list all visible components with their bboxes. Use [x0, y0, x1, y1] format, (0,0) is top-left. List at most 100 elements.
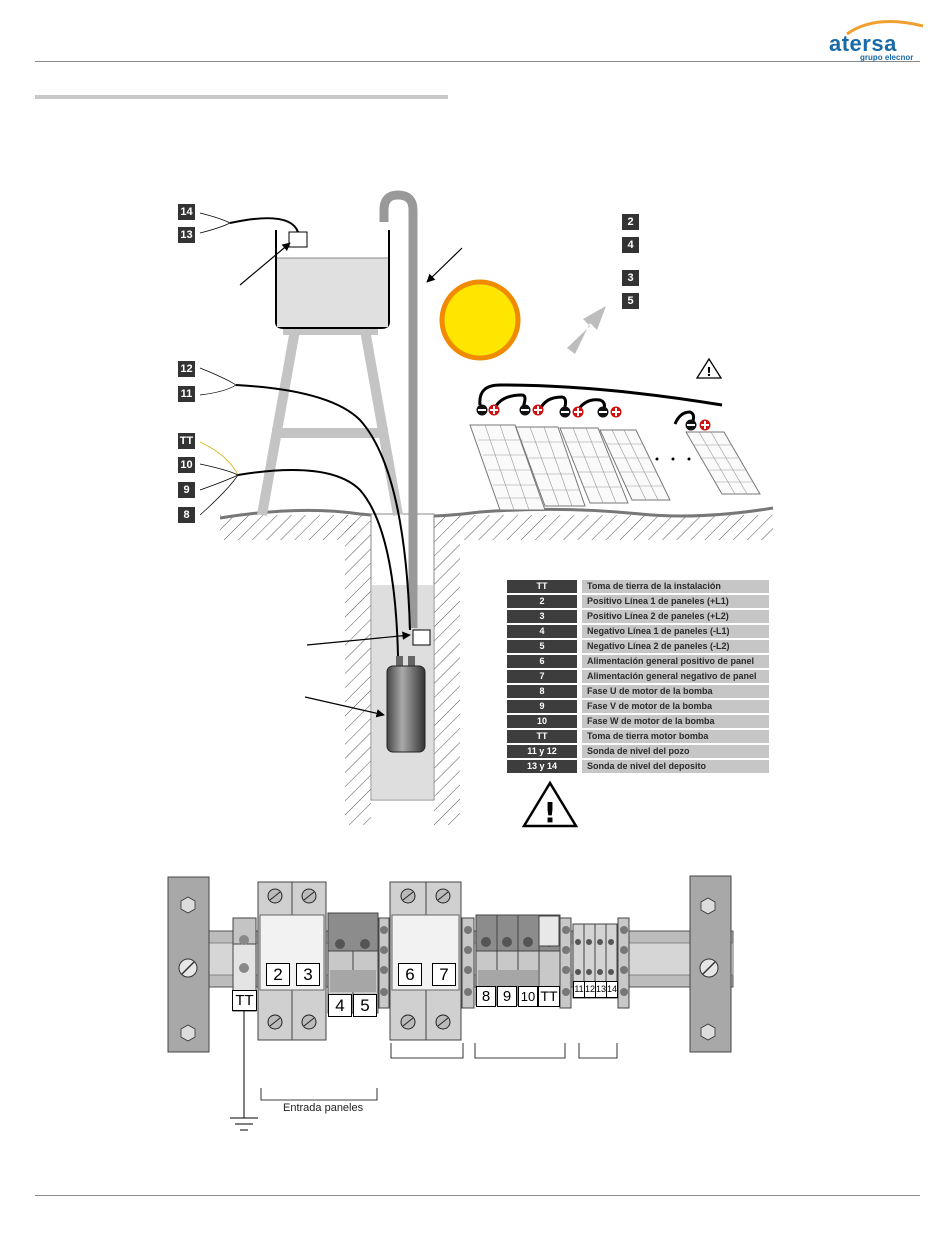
- terminal-label-tt-left: TT: [232, 990, 257, 1011]
- group-brackets: [260, 1043, 618, 1101]
- legend-row: TT Toma de tierra de la instalación: [507, 580, 769, 593]
- cable-fan-lines: [199, 212, 239, 516]
- terminal-label-5: 5: [353, 994, 377, 1017]
- discharge-pipe: [379, 190, 418, 628]
- terminal-label-2: 2: [266, 963, 290, 986]
- cables: [229, 217, 411, 657]
- svg-text:!: !: [544, 796, 557, 829]
- legend-description: Toma de tierra motor bomba: [582, 730, 769, 743]
- terminal-separator-a: [378, 917, 390, 1009]
- sun-icon: [439, 279, 521, 361]
- tag-tt: TT: [178, 433, 195, 449]
- tag-8: 8: [178, 507, 195, 523]
- legend-description: Positivo Línea 2 de paneles (+L2): [582, 610, 769, 623]
- legend-row: 2 Positivo Línea 1 de paneles (+L1): [507, 595, 769, 608]
- footer-rule: [35, 1195, 920, 1196]
- tag-4: 4: [622, 237, 639, 253]
- tag-10: 10: [178, 457, 195, 473]
- legend-row: 8 Fase U de motor de la bomba: [507, 685, 769, 698]
- pointer-arrows: [239, 242, 463, 718]
- legend-description: Fase W de motor de la bomba: [582, 715, 769, 728]
- legend-row: 3 Positivo Línea 2 de paneles (+L2): [507, 610, 769, 623]
- legend-description: Negativo Línea 2 de paneles (-L2): [582, 640, 769, 653]
- submersible-pump: [386, 656, 426, 753]
- logo-swoosh-icon: [846, 20, 924, 36]
- legend-key: 13 y 14: [507, 760, 577, 773]
- tag-3: 3: [622, 270, 639, 286]
- legend-description: Sonda de nivel del pozo: [582, 745, 769, 758]
- tag-9: 9: [178, 482, 195, 498]
- svg-text:!: !: [706, 365, 711, 379]
- legend-row: 7 Alimentación general negativo de panel: [507, 670, 769, 683]
- terminal-separator-d: [617, 917, 630, 1009]
- legend-row: 4 Negativo Línea 1 de paneles (-L1): [507, 625, 769, 638]
- rail-mount-brackets: [167, 875, 732, 1053]
- legend-key: 9: [507, 700, 577, 713]
- terminal-separator-c: [559, 917, 572, 1009]
- terminal-label-8: 8: [476, 986, 496, 1007]
- legend-key: 3: [507, 610, 577, 623]
- well-level-sensor: [412, 629, 431, 646]
- legend-key: 8: [507, 685, 577, 698]
- panel-wiring: [478, 383, 723, 425]
- legend-key: 5: [507, 640, 577, 653]
- terminal-label-14: 14: [606, 981, 618, 998]
- warning-icon-small: !: [695, 357, 723, 379]
- legend-key: 11 y 12: [507, 745, 577, 758]
- legend-row: 13 y 14 Sonda de nivel del deposito: [507, 760, 769, 773]
- panel-input-caption: Entrada paneles: [283, 1102, 364, 1114]
- breaker-2-3: [257, 881, 327, 1041]
- legend-key: 7: [507, 670, 577, 683]
- legend-description: Fase V de motor de la bomba: [582, 700, 769, 713]
- terminal-label-4: 4: [328, 994, 352, 1017]
- terminal-separator-b: [461, 917, 475, 1009]
- water-tank: [275, 230, 390, 329]
- legend-key: TT: [507, 730, 577, 743]
- legend-row: TT Toma de tierra motor bomba: [507, 730, 769, 743]
- terminal-tt-left: [230, 917, 258, 1131]
- legend-key: 4: [507, 625, 577, 638]
- terminal-label-10: 10: [518, 986, 538, 1007]
- ground-hatch: [219, 506, 774, 825]
- warning-icon-large: !: [521, 780, 579, 829]
- terminal-label-3: 3: [296, 963, 320, 986]
- legend-row: 10 Fase W de motor de la bomba: [507, 715, 769, 728]
- tank-level-sensor: [288, 231, 308, 248]
- logo-wordmark: atersa: [829, 31, 897, 56]
- legend-description: Positivo Línea 1 de paneles (+L1): [582, 595, 769, 608]
- solar-panel-grid: [478, 424, 753, 511]
- terminal-label-7: 7: [432, 963, 456, 986]
- terminal-label-tt-right: TT: [538, 986, 560, 1007]
- tag-11: 11: [178, 386, 195, 402]
- legend-key: TT: [507, 580, 577, 593]
- up-arrow-icon: [567, 306, 606, 354]
- terminal-label-6: 6: [398, 963, 422, 986]
- panel-terminals: [476, 404, 711, 431]
- breaker-6-7: [389, 881, 462, 1041]
- tag-5: 5: [622, 293, 639, 309]
- tag-13: 13: [178, 227, 195, 243]
- section-rule: [35, 95, 448, 99]
- legend-description: Alimentación general positivo de panel: [582, 655, 769, 668]
- legend-key: 10: [507, 715, 577, 728]
- solar-panels: [469, 424, 761, 511]
- legend-row: 6 Alimentación general positivo de panel: [507, 655, 769, 668]
- panel-dots: [655, 457, 691, 461]
- tag-2: 2: [622, 214, 639, 230]
- tower-stand: [257, 325, 403, 516]
- legend-row: 5 Negativo Línea 2 de paneles (-L2): [507, 640, 769, 653]
- legend-row: 11 y 12 Sonda de nivel del pozo: [507, 745, 769, 758]
- tag-14: 14: [178, 204, 195, 220]
- legend-description: Alimentación general negativo de panel: [582, 670, 769, 683]
- legend-description: Sonda de nivel del deposito: [582, 760, 769, 773]
- legend-description: Toma de tierra de la instalación: [582, 580, 769, 593]
- tag-12: 12: [178, 361, 195, 377]
- header-rule: [35, 61, 920, 62]
- legend-key: 6: [507, 655, 577, 668]
- legend-row: 9 Fase V de motor de la bomba: [507, 700, 769, 713]
- legend-key: 2: [507, 595, 577, 608]
- legend-description: Fase U de motor de la bomba: [582, 685, 769, 698]
- legend-description: Negativo Línea 1 de paneles (-L1): [582, 625, 769, 638]
